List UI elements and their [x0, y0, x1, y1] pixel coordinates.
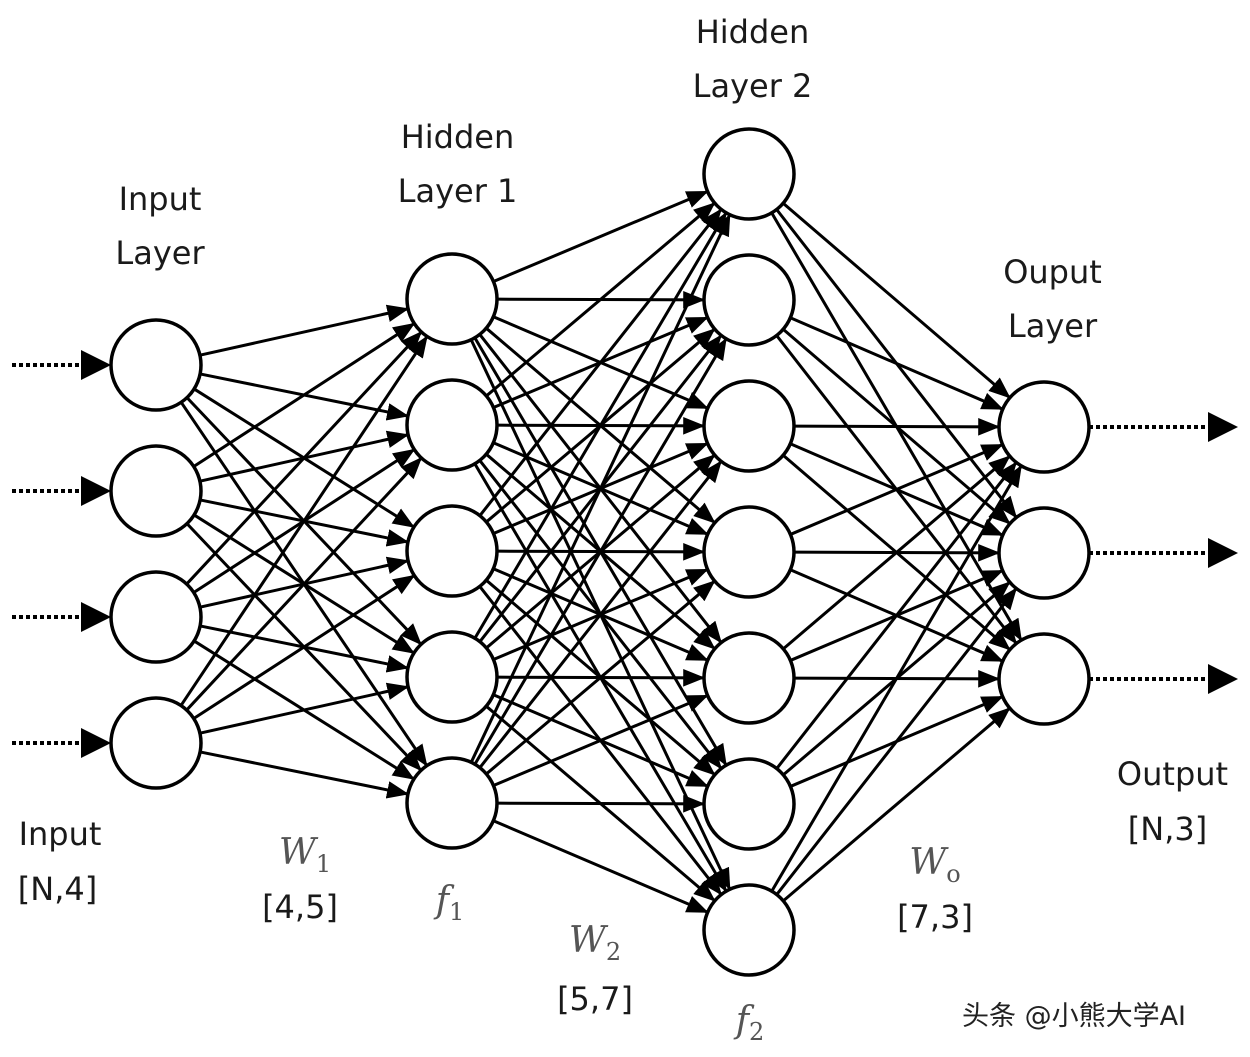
watermark: 头条 @小熊大学AI	[962, 1001, 1187, 1032]
hidden2-node-5	[702, 757, 796, 851]
f1-subscript: 1	[449, 898, 465, 927]
connection-hidden2-5-to-output-0	[775, 461, 1018, 770]
input-node-2	[109, 570, 203, 664]
hidden1-node-3	[405, 630, 499, 724]
connection-hidden1-4-to-hidden2-6	[492, 819, 709, 914]
w2-shape: [5,7]	[557, 980, 633, 1018]
hidden2-node-1	[702, 253, 796, 347]
wo-label: Wo	[885, 842, 985, 888]
connection-hidden2-6-to-output-2	[782, 707, 1011, 902]
w1-label: W1	[255, 832, 355, 878]
connection-hidden2-6-to-output-1	[775, 587, 1018, 896]
connection-hidden2-6-to-output-0	[770, 464, 1023, 892]
f2-label: f2	[705, 1000, 795, 1046]
connection-hidden1-4-to-hidden2-1	[473, 337, 727, 766]
output-arrowhead-1	[1208, 538, 1238, 568]
hidden2-node-4	[702, 631, 796, 725]
connection-input-3-to-hidden1-0	[179, 335, 428, 707]
hidden2-node-3	[702, 505, 796, 599]
connection-hidden1-4-to-hidden2-3	[485, 580, 716, 776]
connection-hidden2-1-to-output-0	[789, 316, 1004, 411]
w2-subscript: 2	[605, 938, 622, 967]
hidden1-node-2	[405, 504, 499, 598]
input-arrowhead-3	[81, 728, 111, 758]
input-node-0	[109, 318, 203, 412]
w2-label: W2	[545, 920, 645, 966]
input-arrowhead-0	[81, 350, 111, 380]
f1-symbol: f	[435, 880, 450, 921]
connection-hidden2-0-to-output-0	[782, 202, 1011, 399]
hidden2-node-6	[702, 883, 796, 977]
connection-input-1-to-hidden1-0	[192, 322, 416, 468]
input-shape: [N,4]	[17, 870, 98, 908]
input-arrowhead-2	[81, 602, 111, 632]
f1-label: f1	[405, 880, 495, 926]
input-node-3	[109, 696, 203, 790]
connection-input-3-to-hidden1-1	[185, 457, 423, 712]
input-arrowhead-1	[81, 476, 111, 506]
f2-subscript: 2	[749, 1018, 765, 1047]
hidden-layer-1-title: Hidden Layer 1	[397, 118, 518, 210]
output-arrowhead-2	[1208, 664, 1238, 694]
input-layer-title: Input Layer	[115, 180, 205, 272]
output-arrowhead-0	[1208, 412, 1238, 442]
connection-hidden1-0-to-hidden2-0	[492, 190, 709, 283]
connection-hidden1-4-to-hidden2-0	[469, 213, 731, 763]
output-name: Output	[1116, 755, 1229, 793]
output-node-0	[997, 380, 1091, 474]
input-name: Input	[18, 815, 102, 853]
output-node-1	[997, 506, 1091, 600]
hidden1-node-4	[405, 756, 499, 850]
hidden1-node-1	[405, 378, 499, 472]
hidden2-node-2	[702, 379, 796, 473]
connection-hidden1-4-to-hidden2-5	[496, 794, 706, 813]
input-node-1	[109, 444, 203, 538]
connection-hidden1-4-to-hidden2-4	[492, 694, 709, 787]
wo-subscript: o	[946, 860, 961, 889]
connection-hidden1-3-to-hidden2-0	[473, 211, 727, 640]
f2-symbol: f	[735, 1000, 750, 1041]
wo-shape: [7,3]	[897, 898, 973, 936]
connection-input-3-to-hidden1-2	[192, 574, 416, 720]
connection-hidden2-4-to-output-0	[782, 455, 1011, 650]
output-layer-title: Ouput Layer	[1003, 253, 1102, 345]
w1-shape: [4,5]	[262, 888, 338, 926]
hidden1-node-0	[405, 252, 499, 346]
hidden-layer-2-title: Hidden Layer 2	[692, 13, 813, 105]
output-shape: [N,3]	[1127, 810, 1208, 848]
connection-input-3-to-hidden1-3	[199, 682, 410, 735]
connection-hidden1-1-to-hidden2-0	[485, 202, 716, 398]
output-node-2	[997, 632, 1091, 726]
w1-subscript: 1	[315, 850, 332, 879]
connection-hidden2-3-to-output-0	[789, 443, 1004, 536]
connection-input-2-to-hidden1-0	[185, 331, 423, 586]
wo-symbol: W	[909, 842, 947, 883]
connection-hidden1-2-to-hidden2-0	[478, 208, 722, 517]
connection-hidden1-4-to-hidden2-2	[478, 460, 722, 769]
w2-symbol: W	[568, 920, 606, 961]
hidden2-node-0	[702, 127, 796, 221]
connection-hidden2-2-to-output-0	[793, 417, 1001, 436]
connection-input-0-to-hidden1-0	[199, 304, 410, 357]
connection-input-3-to-hidden1-4	[199, 750, 410, 799]
w1-symbol: W	[278, 832, 316, 873]
